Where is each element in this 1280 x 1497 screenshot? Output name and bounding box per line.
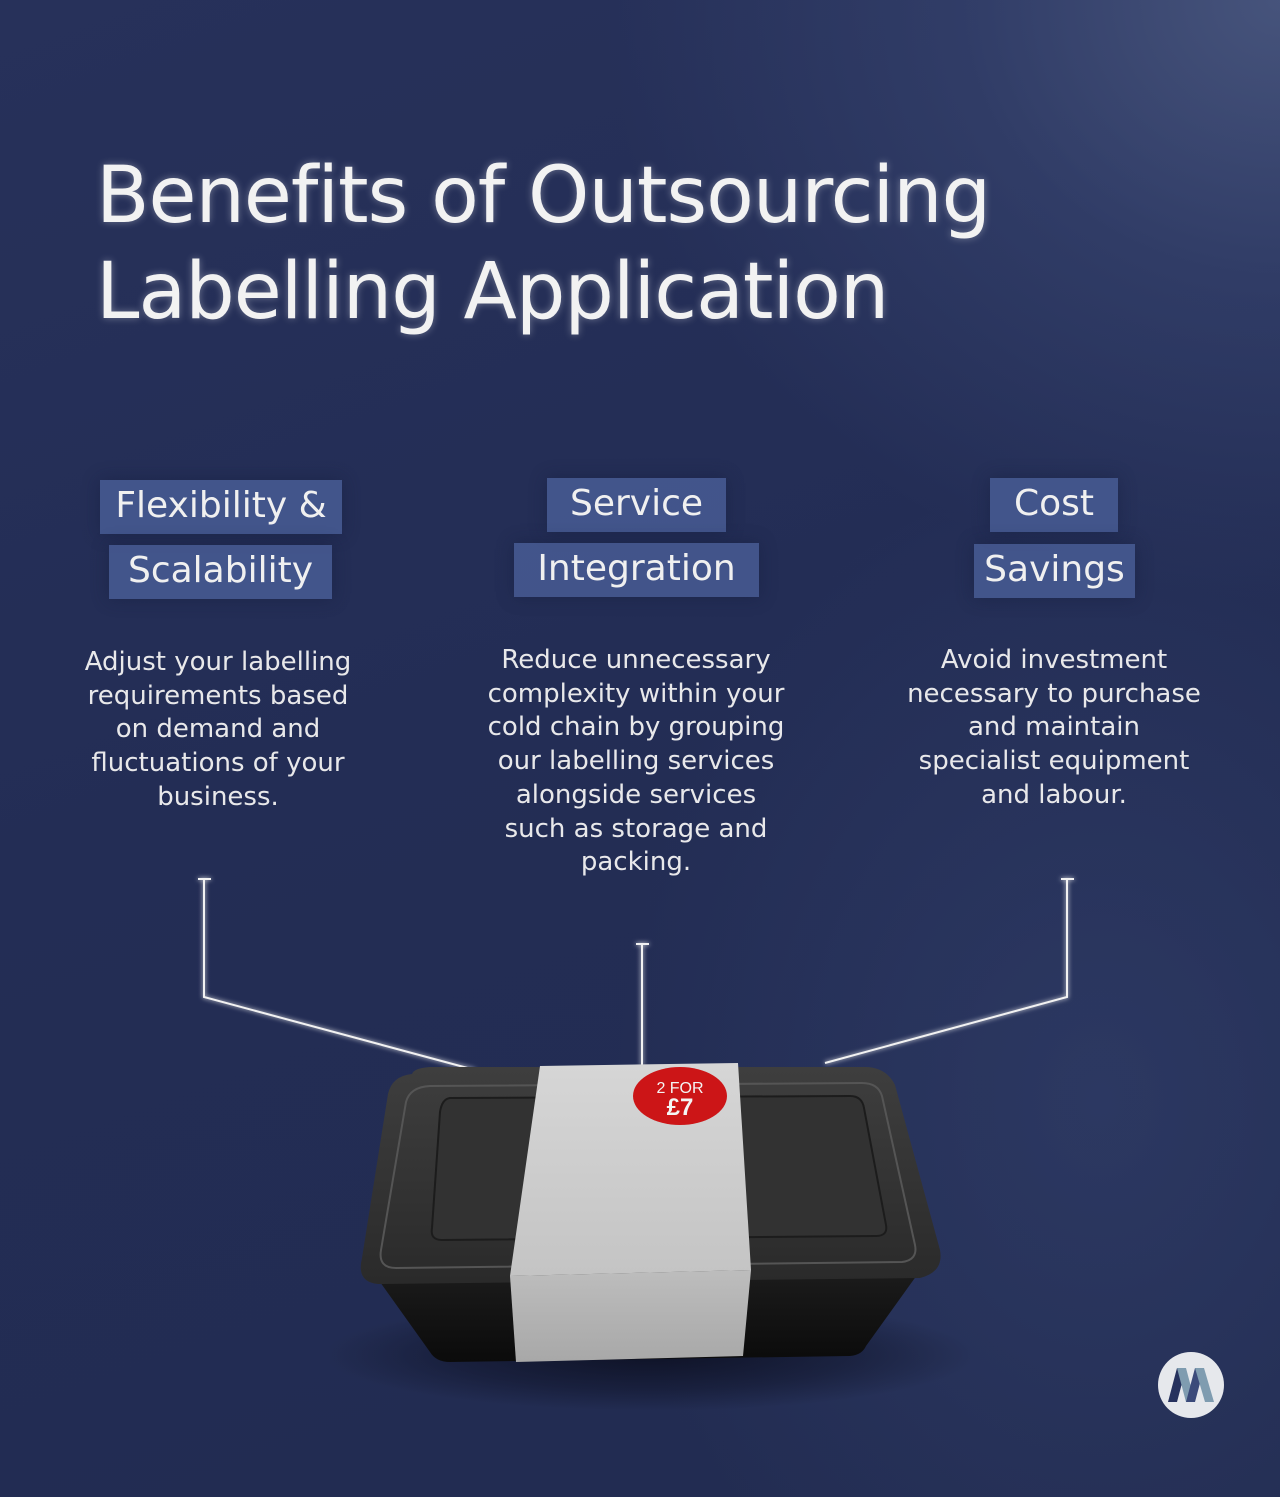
title-line-1: Benefits of Outsourcing bbox=[96, 151, 991, 241]
benefit-heading-line-1: Flexibility & bbox=[100, 480, 342, 534]
desc-line: fluctuations of your bbox=[91, 748, 345, 779]
benefit-heading-line-1: Service bbox=[547, 478, 726, 532]
desc-line: alongside services bbox=[515, 779, 757, 810]
desc-line: Adjust your labelling bbox=[84, 647, 352, 677]
connector-left bbox=[198, 878, 476, 1071]
desc-line: and labour. bbox=[981, 779, 1127, 810]
desc-line: business. bbox=[157, 781, 279, 812]
title-line-2: Labelling Application bbox=[96, 247, 889, 337]
desc-line: and maintain bbox=[968, 712, 1140, 743]
benefit-heading-line-2: Savings bbox=[974, 544, 1135, 598]
label-sleeve-front bbox=[510, 1270, 751, 1362]
desc-line: packing. bbox=[580, 847, 692, 878]
price-sticker bbox=[633, 1067, 727, 1125]
m-logo-icon bbox=[1168, 1368, 1214, 1402]
connector-center bbox=[636, 943, 649, 1066]
desc-line: cold chain by grouping bbox=[487, 712, 785, 743]
desc-line: requirements based bbox=[87, 680, 349, 711]
benefit-description: Adjust your labelling requirements based… bbox=[58, 646, 378, 815]
desc-line: complexity within your bbox=[487, 678, 785, 709]
desc-line: our labelling services bbox=[497, 746, 775, 777]
benefit-description: Avoid investment necessary to purchase a… bbox=[879, 644, 1229, 813]
food-tray-product: 2 FOR £7 bbox=[360, 1063, 941, 1362]
benefit-heading-line-2: Integration bbox=[514, 543, 759, 597]
desc-line: specialist equipment bbox=[918, 746, 1190, 777]
page-title: Benefits of Outsourcing Labelling Applic… bbox=[96, 148, 991, 340]
desc-line: Reduce unnecessary bbox=[501, 645, 771, 675]
connector-right bbox=[824, 878, 1074, 1064]
desc-line: necessary to purchase bbox=[907, 678, 1201, 709]
desc-line: on demand and bbox=[115, 714, 321, 745]
sticker-text-line-2: £7 bbox=[667, 1094, 694, 1121]
desc-line: such as storage and bbox=[504, 813, 768, 844]
sticker-text-line-1: 2 FOR bbox=[656, 1080, 703, 1097]
benefit-description: Reduce unnecessary complexity within you… bbox=[461, 644, 811, 880]
desc-line: Avoid investment bbox=[940, 645, 1168, 675]
brand-logo bbox=[1158, 1352, 1224, 1418]
benefit-heading-line-2: Scalability bbox=[109, 545, 332, 599]
benefit-heading-line-1: Cost bbox=[990, 478, 1118, 532]
